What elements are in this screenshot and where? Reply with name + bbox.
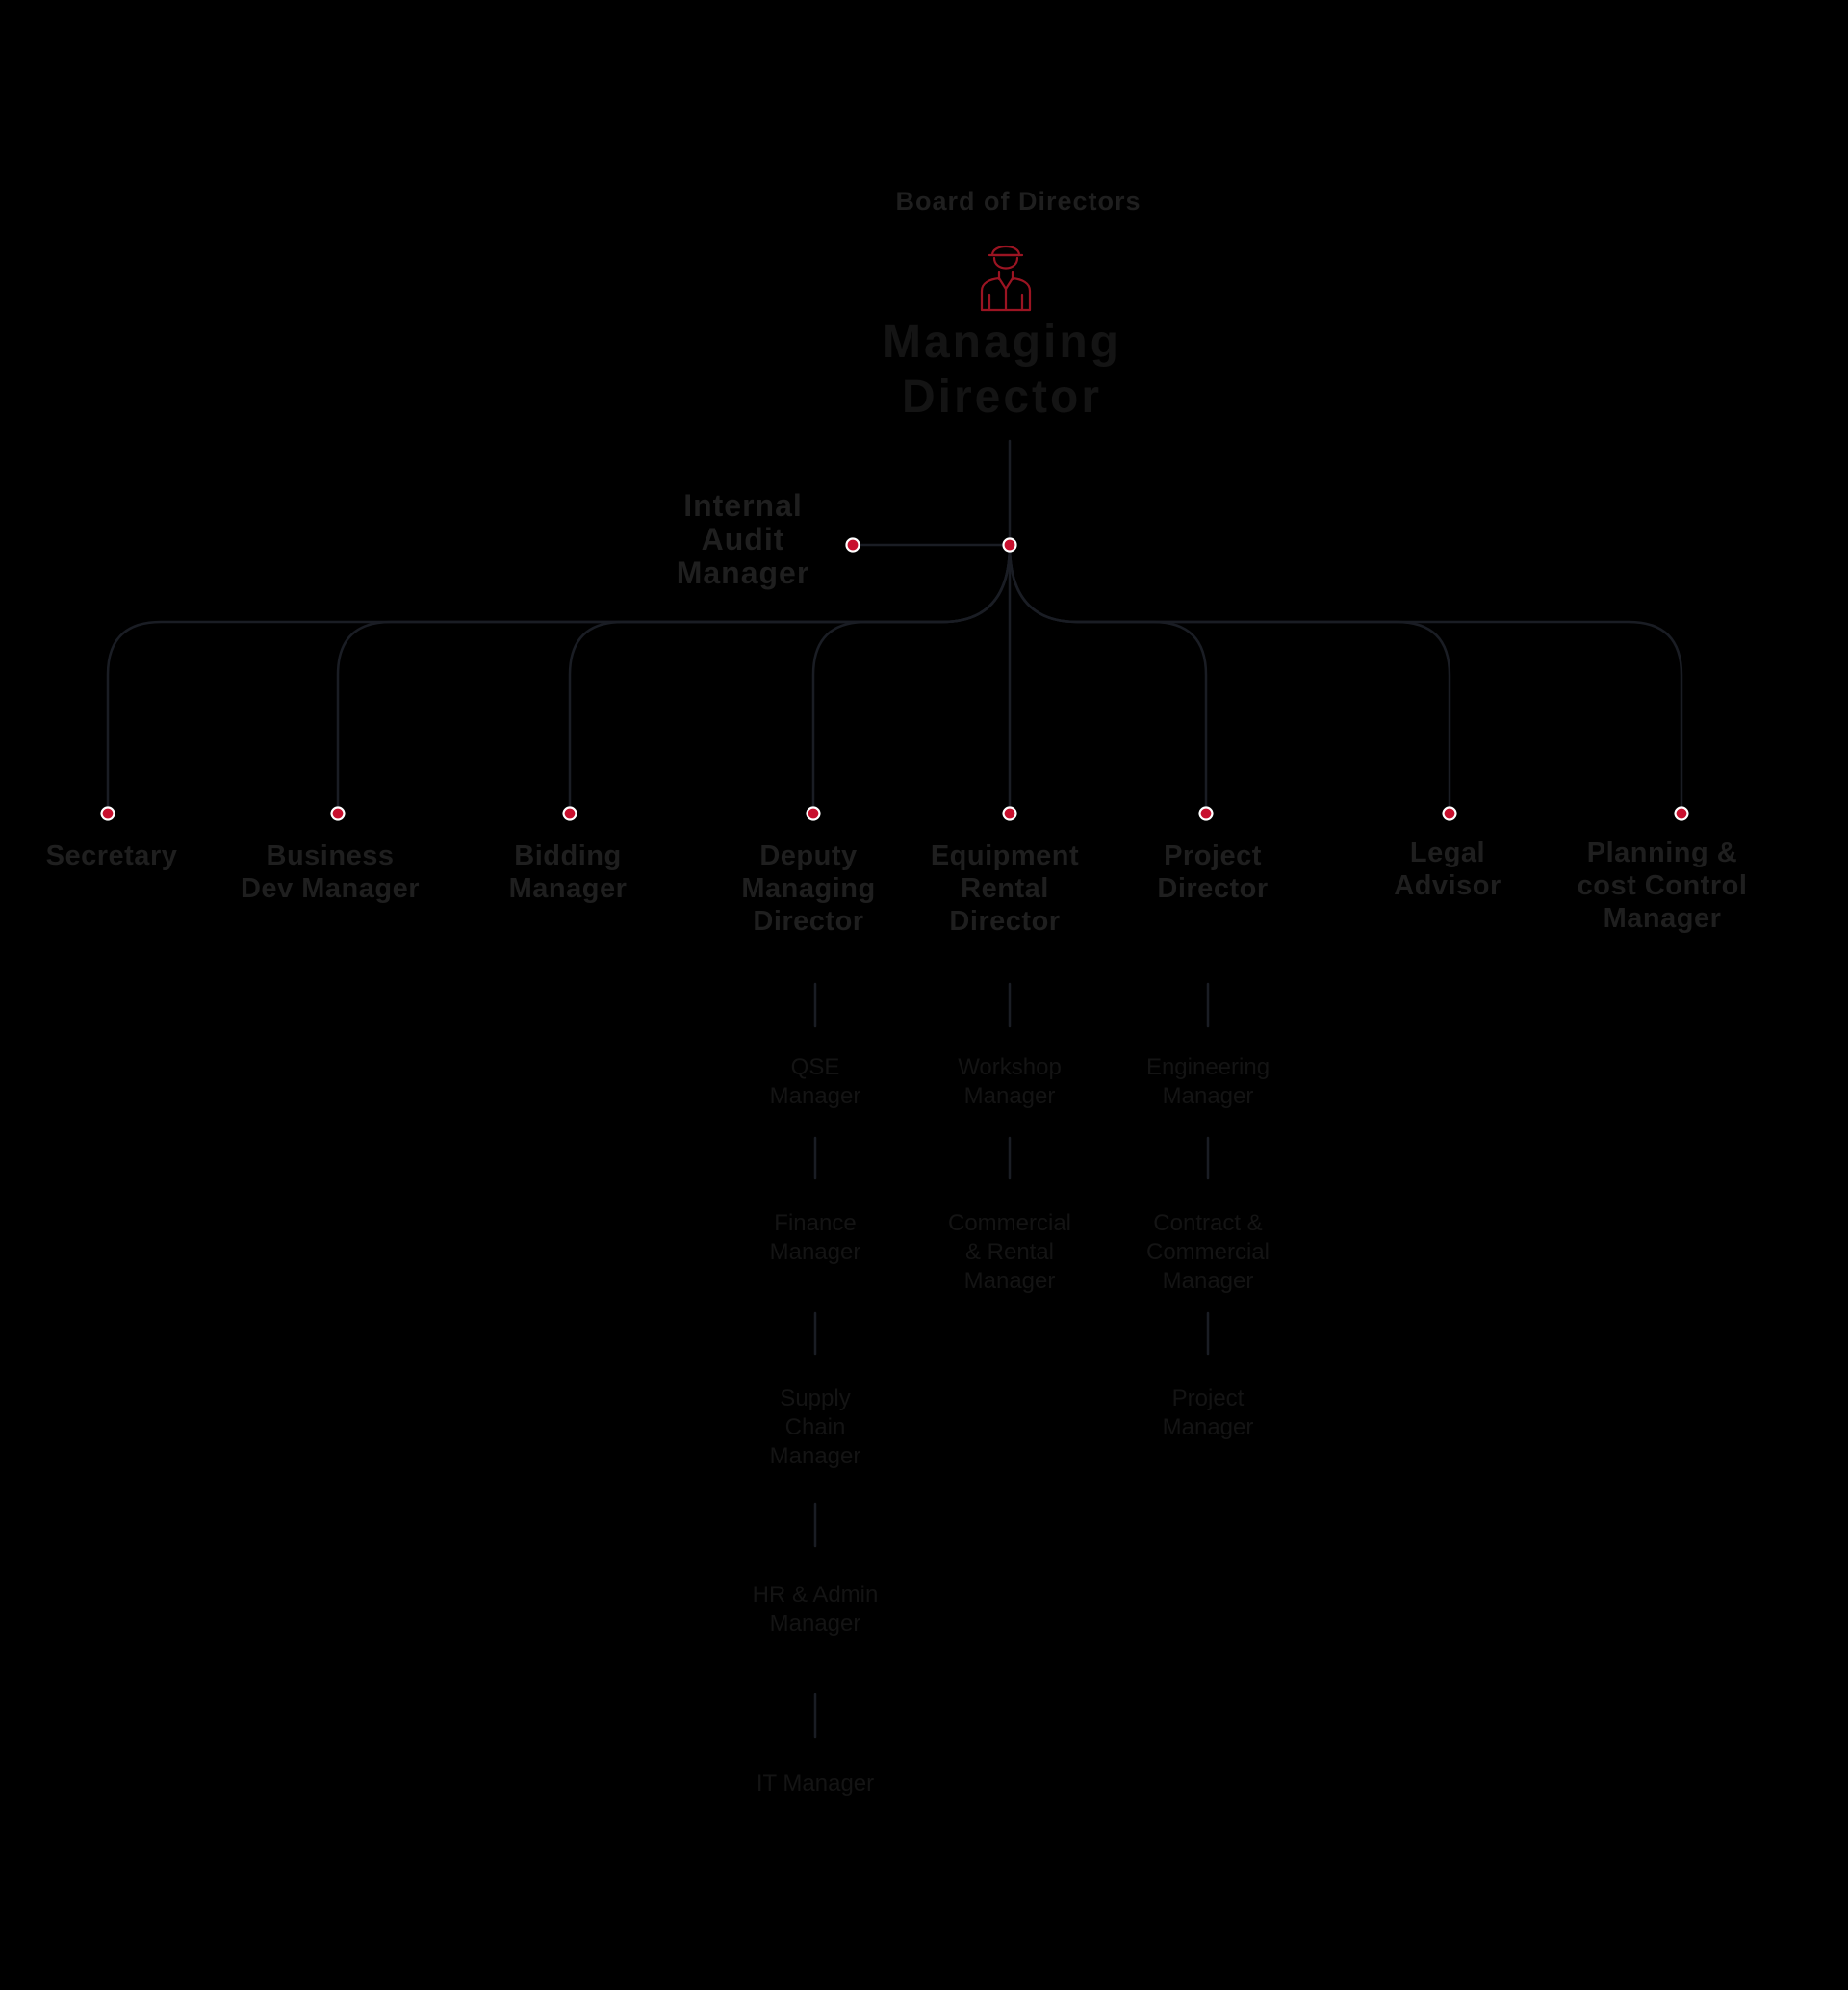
report-node	[1442, 806, 1457, 821]
branch-line	[1008, 543, 1208, 815]
report-label-line: Legal	[1409, 838, 1486, 868]
branch-line	[336, 543, 1012, 815]
managing-director-line-1: Managing	[883, 317, 1121, 368]
branch-line	[106, 543, 1012, 815]
report-label-line: Secretary	[45, 840, 178, 871]
sub-role-label-line: Manager	[769, 1611, 861, 1637]
branch-line	[1008, 543, 1683, 815]
hub-node	[1002, 537, 1017, 553]
sub-role-label-line: & Rental	[964, 1239, 1055, 1265]
report-label-line: cost Control	[1577, 870, 1748, 901]
report-node	[100, 806, 116, 821]
sub-role-label-line: Commercial	[1145, 1239, 1270, 1265]
sub-role-label-line: HR & Admin	[752, 1582, 879, 1608]
report-label-line: Advisor	[1394, 870, 1502, 901]
sub-role-label-line: Manager	[963, 1268, 1056, 1294]
person-icon	[980, 245, 1032, 312]
report-node	[1002, 806, 1017, 821]
board-of-directors-label: Board of Directors	[895, 187, 1142, 216]
sub-role-label-line: Manager	[769, 1083, 861, 1109]
sub-role-label-line: Finance	[774, 1210, 857, 1236]
report-label-line: Deputy	[759, 840, 858, 871]
report-label-line: Dev Manager	[240, 873, 421, 904]
sub-role-label-line: Manager	[1162, 1083, 1254, 1109]
report-node	[1674, 806, 1689, 821]
sub-role-label-line: Manager	[769, 1443, 861, 1469]
internal-audit-line-1: Internal	[683, 488, 803, 523]
report-label-line: Business	[266, 840, 395, 871]
sub-role-label-line: QSE	[790, 1054, 840, 1080]
report-label-line: Project	[1164, 840, 1262, 871]
sub-role-label-line: Supply	[780, 1385, 851, 1411]
report-label-line: Managing	[741, 873, 876, 904]
report-label-line: Manager	[1603, 903, 1722, 934]
report-node	[806, 806, 821, 821]
sub-role-label-line: Project	[1171, 1385, 1245, 1411]
report-node	[562, 806, 578, 821]
sub-role-label-line: Chain	[784, 1414, 846, 1440]
report-label-line: Director	[949, 906, 1061, 937]
report-label: Secretary	[46, 840, 178, 872]
report-node	[1198, 806, 1214, 821]
sub-role-label: QSE Manager	[770, 1053, 861, 1111]
report-label-line: Rental	[961, 873, 1049, 904]
managing-director-line-2: Director	[901, 372, 1103, 423]
internal-audit-line-3: Manager	[676, 556, 810, 590]
report-label-line: Bidding	[514, 840, 622, 871]
internal-audit-line-2: Audit	[701, 522, 785, 556]
sub-role-label-line: Manager	[963, 1083, 1056, 1109]
report-label-line: Manager	[508, 873, 628, 904]
sub-role-label-line: IT Manager	[756, 1770, 875, 1796]
report-label-line: Planning &	[1586, 838, 1738, 868]
branch-line	[811, 543, 1012, 815]
sub-role-label-line: Manager	[769, 1239, 861, 1265]
internal-audit-manager-label: Internal Audit Manager	[677, 489, 810, 590]
sub-role-label-line: Manager	[1162, 1414, 1254, 1440]
sub-role-label-line: Manager	[1162, 1268, 1254, 1294]
branch-line	[1008, 543, 1451, 815]
report-label-line: Director	[753, 906, 864, 937]
sub-role-label-line: Contract &	[1153, 1210, 1263, 1236]
sub-role-label: IT Manager	[757, 1770, 874, 1798]
report-node	[330, 806, 346, 821]
report-label-line: Equipment	[930, 840, 1080, 871]
sub-role-label-line: Commercial	[947, 1210, 1072, 1236]
report-label-line: Director	[1157, 873, 1269, 904]
managing-director-title: Managing Director	[883, 315, 1121, 425]
sub-role-label-line: Engineering	[1145, 1054, 1270, 1080]
audit-node	[845, 537, 860, 553]
sub-role-label-line: Workshop	[958, 1054, 1062, 1080]
